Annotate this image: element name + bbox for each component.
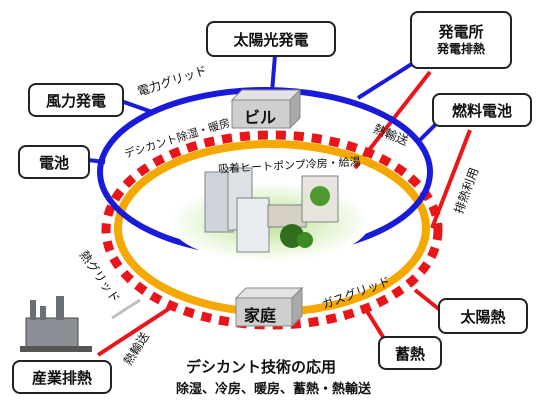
tree-right [310,186,330,206]
node-battery: 電池 [18,145,90,179]
node-fuel-cell: 燃料電池 [432,93,532,127]
line-industry [96,306,172,357]
line-solar-heat [413,288,442,312]
footer-title: デシカント技術の応用 [186,358,337,376]
line-solar-power [270,54,277,93]
line-heat-storage [363,306,387,342]
city-illustration [170,167,370,262]
node-power-plant: 発電所 発電排熱 [410,11,512,69]
node-industrial-waste-heat: 産業排熱 [12,360,112,394]
node-solar-power: 太陽光発電 [206,21,336,57]
line-industry-thin [111,298,141,320]
tree-bottom-2 [297,232,313,248]
building-label: ビル [244,108,277,127]
home-cube [234,286,304,328]
node-wind-power: 風力発電 [28,83,124,117]
power-plant-sub-label: 発電排熱 [436,41,485,56]
line-power-plant-electric [356,58,420,100]
footer-subtitle: 除湿、冷房、暖房、蓄熱・熱輸送 [176,382,372,397]
node-solar-heat: 太陽熱 [438,298,528,334]
tall-building-center [236,197,270,253]
power-plant-label: 発電所 [438,23,484,42]
heat-grid-ring [101,130,443,330]
factory-icon [20,296,92,352]
building-cube [230,88,302,130]
node-heat-storage: 蓄熱 [378,336,442,370]
mid-building [267,204,307,228]
home-label: 家庭 [244,306,277,325]
